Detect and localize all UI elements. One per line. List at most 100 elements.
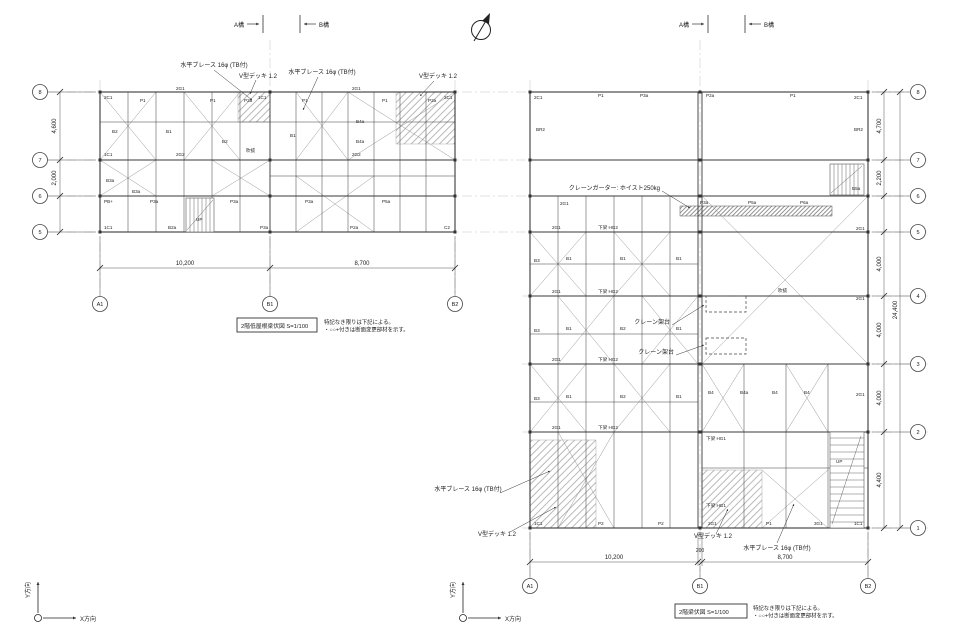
callout-label: 水平ブレース 16φ (TB付)	[434, 485, 501, 493]
drawing-note: 特記なき限りは下記による。	[324, 318, 394, 326]
beam-label: UP	[836, 459, 842, 464]
grid-bubble-label: 6	[38, 194, 41, 200]
y-axis-label: Y方向	[24, 582, 32, 598]
frame-axis-label-a: A構	[679, 21, 689, 29]
beam-label: B1	[620, 256, 626, 261]
beam-label: P3a	[230, 199, 239, 204]
beam-label: P3a	[260, 225, 269, 230]
grid-bubble-label: 5	[916, 230, 919, 236]
frame-axis-marks-left	[247, 15, 316, 33]
beam-label: 1C1	[104, 225, 113, 230]
dimensions-right-plan	[526, 88, 910, 578]
grid-bubble-label: A1	[527, 584, 534, 590]
xy-axis-left	[34, 582, 76, 622]
deck-hatch-areas	[237, 91, 456, 145]
dim-label: 200	[696, 548, 705, 554]
beam-label: 2G2	[352, 152, 361, 157]
beam-label: B1	[290, 133, 296, 138]
beam-label: P2a	[428, 98, 437, 103]
grid-bubble-label: 3	[916, 362, 919, 368]
beam-label: PB+	[104, 199, 113, 204]
beam-label: P1	[140, 98, 146, 103]
beam-label: B4a	[356, 139, 365, 144]
grid-bubble-label: B2	[865, 584, 872, 590]
drawing-note: 特記なき限りは下記による。	[753, 604, 823, 612]
title-block-right	[674, 603, 748, 619]
beam-label: P2a	[706, 93, 715, 98]
beam-label: B4	[772, 390, 778, 395]
beam-label: P1	[302, 98, 308, 103]
grid-chain-lines	[48, 40, 928, 596]
dim-total-label: 24,400	[893, 300, 899, 319]
beam-label: P1	[766, 521, 772, 526]
beam-label: B1	[566, 394, 572, 399]
callout-label: V型デッキ 1.2	[239, 72, 278, 80]
beam-label: 2G1	[856, 296, 865, 301]
dim-label: 10,200	[605, 555, 624, 561]
stair-top	[829, 163, 865, 196]
title-block-left	[236, 317, 318, 333]
grid-bubble-label: B2	[452, 302, 459, 308]
grid-bubble-label: 8	[916, 90, 919, 96]
beam-label: P5a	[382, 199, 391, 204]
grid-bubble-label: 5	[38, 230, 41, 236]
beam-label: B4	[804, 390, 810, 395]
beam-label: 1C1	[258, 95, 267, 100]
beam-label: P3a	[640, 93, 649, 98]
callout-label: V型デッキ 1.2	[478, 530, 517, 538]
beam-label: B5a	[852, 186, 861, 191]
beam-label: P6a	[800, 200, 809, 205]
beam-label: B3	[534, 396, 540, 401]
frame-axis-marks-right	[692, 15, 761, 33]
beam-label: BR2	[536, 127, 545, 132]
stair-bottom	[829, 431, 865, 529]
callout-leaders-left	[213, 69, 435, 111]
dim-label: 4,000	[877, 256, 883, 272]
beam-label: B3a	[106, 178, 115, 183]
beam-label: C2	[444, 225, 450, 230]
beam-label: 2G1	[552, 357, 561, 362]
dim-label: 10,200	[176, 261, 195, 267]
beam-label: UP	[196, 217, 202, 222]
beam-label: B3	[534, 328, 540, 333]
grid-bubble-label: 4	[916, 294, 919, 300]
beam-label: B2	[620, 394, 626, 399]
stair	[185, 197, 215, 233]
grid-bubble-label: 6	[916, 194, 919, 200]
beam-label: P3a	[305, 199, 314, 204]
beam-label: 下梁 HG1	[706, 435, 726, 442]
dim-label: 4,400	[877, 472, 883, 488]
beam-label: 2G2	[176, 152, 185, 157]
beam-label: P1	[790, 93, 796, 98]
beam-label: 下梁 HG2	[598, 288, 618, 295]
beam-label: P1	[210, 98, 216, 103]
x-axis-label: X方向	[505, 615, 521, 623]
beam-label: 下梁 HG2	[598, 424, 618, 431]
beam-label: B2	[222, 139, 228, 144]
beam-label: P2a	[350, 225, 359, 230]
drawing-note: ・○○+付きは断面変更部材を示す。	[753, 612, 838, 620]
crane-platforms	[705, 295, 747, 355]
callout-label: 水平ブレース 16φ (TB付)	[180, 61, 247, 69]
beam-label: 2G1	[552, 225, 561, 230]
north-arrow-icon	[471, 13, 491, 42]
grid-bubble-label: B1	[697, 584, 704, 590]
drawing-title-right: 2階梁伏図 S=1/100	[679, 608, 729, 616]
callout-label: クレーン架台	[638, 348, 674, 356]
frame-axis-label-a: A構	[234, 21, 244, 29]
x-axis-label: X方向	[80, 615, 96, 623]
beam-label: 2G1	[856, 226, 865, 231]
left-plan	[98, 90, 457, 234]
callout-label: クレーン架台	[634, 318, 670, 326]
callout-label: V型デッキ 1.2	[694, 532, 733, 540]
beam-label: B2	[620, 326, 626, 331]
crane-girder-strip	[679, 205, 833, 217]
beam-label: 吹抜	[778, 287, 788, 294]
beam-label: 2G1	[176, 86, 185, 91]
beam-label: 2G1	[552, 425, 561, 430]
beam-label: 2C1	[444, 95, 453, 100]
dim-label: 2,200	[877, 170, 883, 186]
drawing-title-left: 2階低屋根梁伏図 S=1/100	[241, 322, 308, 330]
